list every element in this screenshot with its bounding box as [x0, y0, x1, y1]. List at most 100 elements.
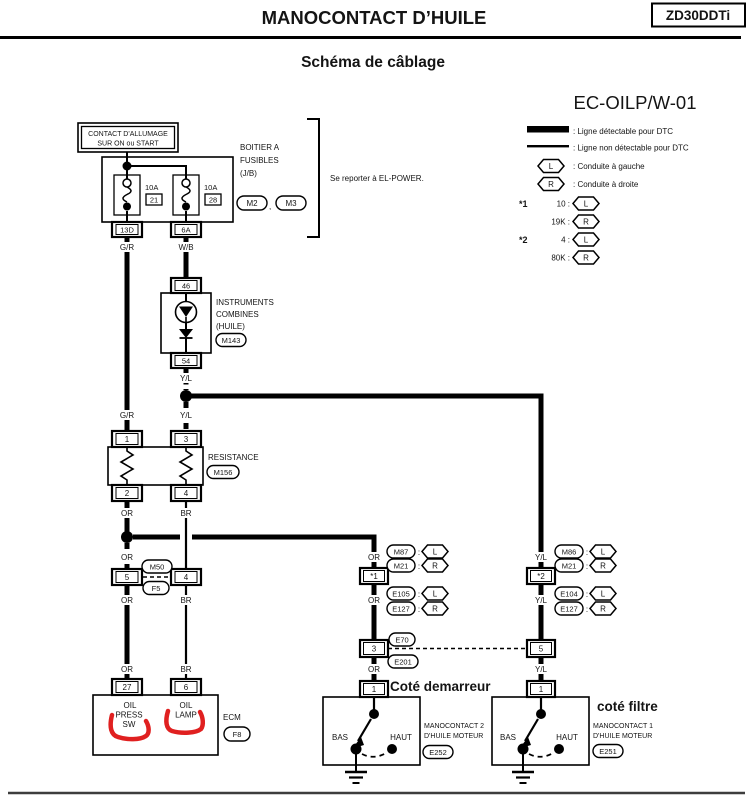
wire-label-yl: Y/L: [535, 665, 548, 674]
svg-text:E252: E252: [429, 748, 447, 757]
switch2-low-label: BAS: [332, 733, 348, 742]
svg-text:E127: E127: [392, 604, 410, 613]
connector-code-m143: M143: [215, 332, 247, 348]
fuse-28-rating: 10A: [204, 183, 217, 192]
fuse-21-number: 21: [150, 196, 158, 205]
connector-code-m3: M3: [275, 195, 307, 211]
svg-text:2: 2: [125, 489, 130, 498]
legend-note2-row1-hex-icon: L: [572, 232, 600, 247]
switch1-name1: MANOCONTACT 1: [593, 723, 653, 730]
svg-text:*1: *1: [370, 572, 378, 581]
svg-text:L: L: [433, 590, 438, 599]
svg-text:M87: M87: [394, 547, 409, 556]
fuse-28-icon: [172, 174, 200, 216]
svg-text:3: 3: [184, 435, 189, 444]
wire-label-gr: G/R: [120, 243, 134, 252]
connector-e70-3: 3: [358, 638, 390, 659]
svg-text:L: L: [549, 162, 554, 171]
connector-54: 54: [169, 351, 203, 370]
red-annotation-filter-side: coté filtre: [597, 699, 658, 714]
oil-pressure-switch-2: BAS HAUT MANOCONTACT 2 D'HUILE MOTEUR E2…: [322, 696, 484, 784]
switch-dashed-arc: [528, 752, 554, 758]
reference-bracket: [307, 118, 320, 238]
legend-note1-star: *1: [519, 199, 528, 209]
legend-note1-row1: 10 :: [557, 200, 570, 209]
junction-dot-icon: [122, 161, 132, 171]
fuse-block: 10A 21 10A 28 BOITIER A FUSIBLES (J/B) M…: [101, 118, 424, 238]
branch-right-refs: M86 : L M21 : R E104 : L E127 :: [554, 544, 617, 616]
legend-thick-line-swatch: [527, 126, 569, 133]
switch2-high-label: HAUT: [390, 733, 412, 742]
wire-label-or: OR: [368, 596, 380, 605]
red-mark-oil-press-sw: [108, 712, 151, 742]
connector-code-m50: M50: [141, 559, 173, 574]
connector-resistance-3: 3: [169, 429, 203, 449]
svg-text:6A: 6A: [181, 225, 190, 234]
engine-badge-label: ZD30DDTi: [666, 8, 730, 23]
svg-text:F8: F8: [233, 730, 242, 739]
connector-code-m21: M21: [386, 558, 416, 573]
svg-text:R: R: [600, 562, 606, 571]
connector-code-f8: F8: [223, 726, 251, 742]
connector-star2: *2: [525, 566, 557, 586]
svg-text:1: 1: [539, 685, 544, 694]
colon: :: [586, 605, 588, 614]
connector-code-m87: M87: [386, 544, 416, 559]
fusebox-name2: FUSIBLES: [240, 156, 279, 165]
legend-note2-row2-hex-icon: R: [572, 250, 600, 265]
colon: :: [418, 605, 420, 614]
resistor-icon: [178, 447, 194, 485]
junction-dot-icon: [121, 531, 133, 543]
colon: :: [418, 548, 420, 557]
direction-hex-icon: L: [421, 544, 449, 559]
wire-or-branch-b: [192, 534, 377, 568]
connector-sw2-1: 1: [358, 679, 390, 699]
legend-thin-line-label: : Ligne non détectable pour DTC: [573, 144, 689, 153]
ecm-name: ECM: [223, 713, 241, 722]
wire-label-or: OR: [121, 509, 133, 518]
engine-badge: ZD30DDTi: [651, 2, 746, 28]
direction-hex-icon: R: [421, 601, 449, 616]
svg-text:R: R: [548, 180, 554, 189]
legend-note2-row2: 80K :: [551, 254, 570, 263]
fusebox-name3: (J/B): [240, 169, 257, 178]
legend-note1-row2: 19K :: [551, 218, 570, 227]
connector-ecm-27: 27: [110, 677, 144, 697]
wire-label-yl: Y/L: [535, 596, 548, 605]
wire-ign-fuse2: [127, 165, 187, 180]
switch-arm: [357, 718, 372, 742]
svg-text:F5: F5: [152, 584, 161, 593]
connector-star1: *1: [358, 566, 390, 586]
combination-meter: INSTRUMENTS COMBINES (HUILE) M143: [160, 292, 274, 354]
svg-text:M21: M21: [394, 561, 409, 570]
legend: : Ligne détectable pour DTC : Ligne non …: [519, 126, 689, 265]
switch1-name2: D'HUILE MOTEUR: [593, 733, 652, 740]
svg-text:R: R: [583, 218, 589, 227]
junction-dot-icon: [180, 390, 192, 402]
connector-code-e252: E252: [422, 744, 454, 760]
switch-contact-haut: [387, 744, 397, 754]
legend-left-label: : Conduite à gauche: [573, 162, 645, 171]
svg-text:3: 3: [372, 645, 377, 654]
fuse-21-rating: 10A: [145, 183, 158, 192]
switch2-name2: D'HUILE MOTEUR: [424, 733, 483, 740]
ecm-signal1-line1: OIL: [124, 701, 137, 710]
fuse-21-icon: [113, 174, 141, 216]
wire-label-yl: Y/L: [180, 374, 193, 383]
connector-code-e104: E104: [554, 586, 584, 601]
svg-text:27: 27: [123, 683, 132, 692]
direction-hex-icon: R: [589, 601, 617, 616]
svg-text:4: 4: [184, 573, 189, 582]
fusebox-name1: BOITIER A: [240, 143, 280, 152]
diagram-subtitle: Schéma de câblage: [301, 54, 445, 71]
page-title: MANOCONTACT D’HUILE: [262, 7, 487, 28]
svg-text:5: 5: [125, 573, 130, 582]
svg-text:L: L: [584, 200, 589, 209]
switch-contact-dot: [536, 709, 546, 719]
ecm-signal1-line3: SW: [123, 720, 136, 729]
wire-label-gr: G/R: [120, 411, 134, 420]
legend-note1-row2-hex-icon: R: [572, 214, 600, 229]
connector-resistance-2: 2: [110, 483, 144, 503]
